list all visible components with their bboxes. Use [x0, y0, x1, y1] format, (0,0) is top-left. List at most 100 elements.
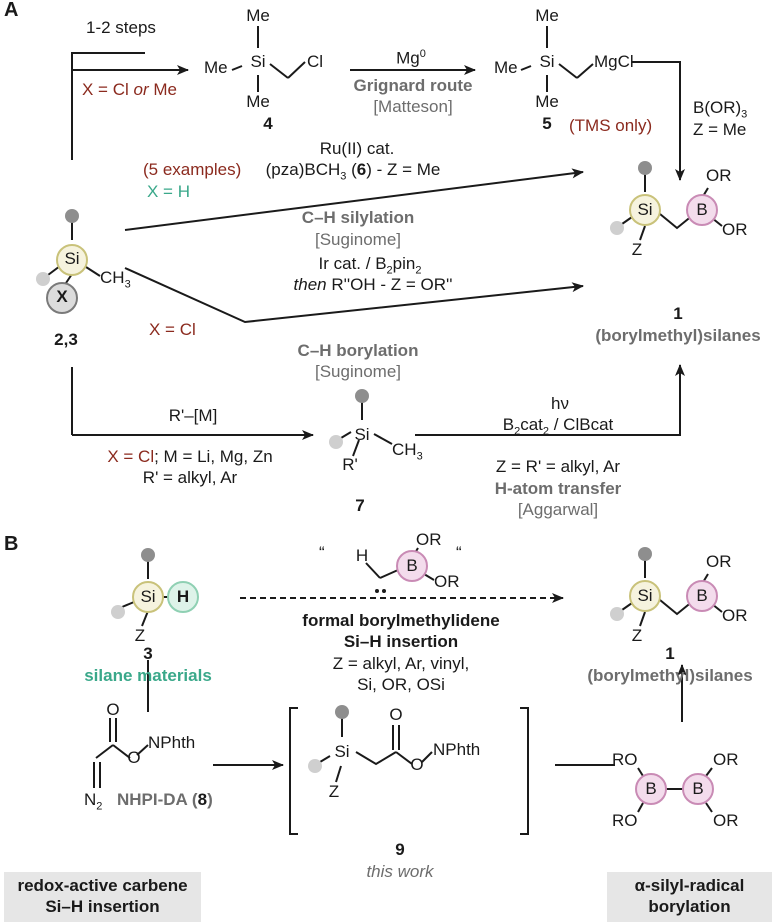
- structure-product-top: [610, 161, 723, 241]
- bracket-right: [520, 707, 529, 835]
- box-right-line-1: α-silyl-radical: [634, 876, 745, 895]
- structure-hydrosilane: [111, 548, 199, 627]
- atom-o-ester-9: O: [410, 755, 424, 774]
- atom-b-product-top: B: [696, 200, 708, 219]
- box-right-line-2: borylation: [648, 897, 731, 916]
- ruthenium-catalyst: Ru(II) cat.: [319, 139, 395, 158]
- atom-ch3-7: CH3: [392, 440, 423, 463]
- atom-nphth-9: NPhth: [433, 740, 481, 759]
- structure-product-bottom: [610, 547, 723, 627]
- aggarwal-reference: [Aggarwal]: [517, 500, 599, 519]
- box-redox-active-carbene: redox-active carbene Si–H insertion: [4, 872, 201, 922]
- pza-borane-reagent: (pza)BCH3 (6) - Z = Me: [265, 160, 441, 183]
- atom-ro-lower-left-diboron: RO: [612, 811, 638, 830]
- boron-reagents-hat: B2cat2 / ClBcat: [502, 415, 614, 438]
- atom-x-start: X: [56, 287, 68, 306]
- this-work-label: this work: [366, 862, 434, 881]
- atom-si-product-top: Si: [637, 200, 653, 219]
- atom-h-silane: H: [176, 587, 190, 606]
- organometallic-reagent: R'–[M]: [168, 406, 218, 425]
- compound-label-5: 5: [542, 114, 552, 133]
- panel-label-b: B: [4, 533, 19, 555]
- tms-only-note: (TMS only): [569, 116, 653, 135]
- z-scope-2: Si, OR, OSi: [357, 675, 445, 694]
- atom-ro-upper-left-diboron: RO: [612, 750, 638, 769]
- atom-me-top-5: Me: [535, 6, 559, 25]
- matteson-reference: [Matteson]: [373, 97, 453, 116]
- atom-o-carbonyl-9: O: [389, 705, 403, 724]
- atom-si-product-bottom: Si: [637, 586, 653, 605]
- then-alcohol-step: then R''OH - Z = OR'': [293, 275, 453, 294]
- z-me-condition: Z = Me: [693, 120, 747, 139]
- ch-silylation-label: C–H silylation: [301, 208, 415, 227]
- atom-or-upper-right-diboron: OR: [713, 750, 739, 769]
- atom-si-4: Si: [250, 52, 266, 71]
- grignard-route-label: Grignard route: [353, 76, 473, 95]
- product-name-top: (borylmethyl)silanes: [595, 326, 761, 345]
- atom-or-lower-right-diboron: OR: [713, 811, 739, 830]
- atom-si-start: Si: [64, 249, 80, 268]
- structure-nhpi-diazoacetate: [93, 718, 149, 788]
- atom-or-lower-product-top: OR: [722, 220, 748, 239]
- atom-or-lower-carbene: OR: [434, 572, 460, 591]
- atom-o-carbonyl-8: O: [106, 700, 120, 719]
- box-silyl-radical-borylation: α-silyl-radical borylation: [607, 872, 772, 922]
- examples-note: (5 examples): [143, 160, 242, 179]
- structure-borylmethylidene: [365, 547, 435, 593]
- structure-tetraorganosilane: [329, 389, 393, 457]
- arrow-to-chloromethylsilane: [71, 52, 145, 160]
- compound-label-7: 7: [355, 496, 365, 515]
- atom-mgcl-5: MgCl: [594, 52, 634, 71]
- atom-o-ester-8: O: [127, 748, 141, 767]
- atom-z-9: Z: [328, 782, 340, 801]
- iridium-catalyst: Ir cat. / B2pin2: [318, 254, 422, 277]
- z-scope-1: Z = alkyl, Ar, vinyl,: [332, 654, 470, 673]
- organometallic-conditions: X = Cl; M = Li, Mg, Zn: [107, 447, 273, 466]
- atom-me-top-4: Me: [246, 6, 270, 25]
- atom-z-product-top: Z: [631, 240, 643, 259]
- compound-label-4: 4: [263, 114, 273, 133]
- formal-insertion-title-2: Si–H insertion: [343, 632, 459, 651]
- z-r-prime-condition: Z = R' = alkyl, Ar: [495, 457, 621, 476]
- compound-label-9: 9: [395, 840, 405, 859]
- box-left-line-1: redox-active carbene: [17, 876, 188, 895]
- atom-r-prime-7: R': [342, 455, 358, 474]
- ch-borylation-label: C–H borylation: [297, 341, 419, 360]
- atom-ch3-start: CH3: [100, 268, 131, 291]
- atom-n2-8: N2: [84, 790, 103, 813]
- atom-or-upper-carbene: OR: [416, 530, 442, 549]
- silane-materials-label: silane materials: [84, 666, 212, 685]
- atom-b-product-bottom: B: [696, 586, 708, 605]
- atom-me-bottom-5: Me: [535, 92, 559, 111]
- x-cl-condition: X = Cl: [149, 320, 196, 339]
- atom-b-left-diboron: B: [645, 779, 657, 798]
- structure-start-silane: [36, 209, 101, 314]
- formal-insertion-title-1: formal borylmethylidene: [302, 611, 500, 630]
- x-h-condition: X = H: [147, 182, 190, 201]
- atom-me-bottom-4: Me: [246, 92, 270, 111]
- atom-or-upper-product-bottom: OR: [706, 552, 732, 571]
- atom-z-silane: Z: [134, 626, 146, 645]
- product-name-bottom: (borylmethyl)silanes: [587, 666, 753, 685]
- arrow-borylation-of-5: [632, 61, 685, 181]
- structure-grignard-reagent: [520, 26, 594, 92]
- atom-or-upper-product-top: OR: [706, 166, 732, 185]
- arrow-ch-borylation: [124, 267, 584, 324]
- atom-h-carbene: H: [355, 546, 369, 565]
- structure-diboron: [635, 767, 714, 813]
- atom-cl-4: Cl: [307, 52, 324, 71]
- r-prime-condition: R' = alkyl, Ar: [142, 468, 238, 487]
- structure-intermediate-9: [308, 705, 433, 783]
- x-condition-top: X = Cl or Me: [82, 80, 177, 99]
- bracket-left: [289, 707, 298, 835]
- panel-label-a: A: [4, 0, 19, 21]
- arrow-ch-silylation: [124, 168, 584, 231]
- compound-label-1-top: 1: [673, 304, 683, 323]
- atom-or-lower-product-bottom: OR: [722, 606, 748, 625]
- boron-reagent: B(OR)3: [693, 98, 748, 121]
- borylation-reference: [Suginome]: [315, 362, 401, 381]
- atom-si-7: Si: [354, 425, 370, 444]
- arrow-hat: [415, 364, 685, 436]
- atom-si-silane: Si: [140, 587, 156, 606]
- atom-b-right-diboron: B: [692, 779, 704, 798]
